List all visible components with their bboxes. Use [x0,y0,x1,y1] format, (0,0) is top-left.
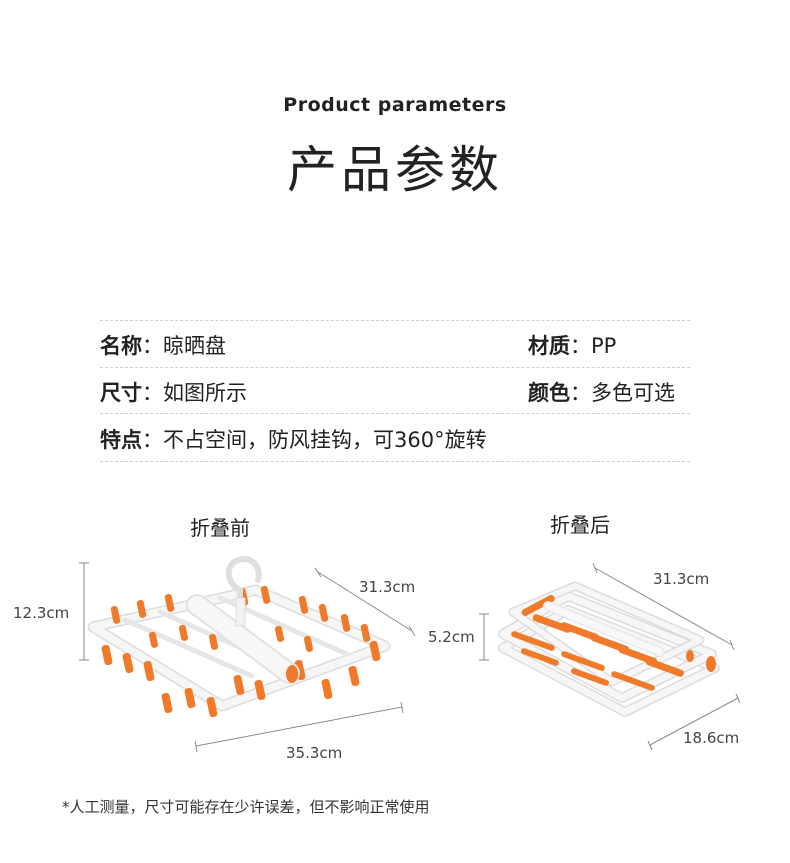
after-width-label: 31.3cm [653,570,710,588]
spec-material: 材质：PP [528,330,616,360]
dimension-lines-before [79,562,416,753]
spec-material-value: PP [591,334,617,358]
spec-size: 尺寸：如图所示 [100,377,247,407]
spec-separator: ： [142,428,163,452]
page-title: 产品参数 [287,141,503,199]
folded-hanger-image [479,562,741,751]
spec-size-value: 如图所示 [163,381,247,405]
spec-separator: ： [142,334,163,358]
divider [100,320,690,321]
spec-name-key: 名称 [100,334,142,358]
before-height-label: 12.3cm [13,604,70,622]
spec-separator: ： [570,381,591,405]
spec-material-key: 材质 [528,334,570,358]
before-width-label: 35.3cm [286,744,343,762]
spec-feature-key: 特点 [100,428,142,452]
spec-separator: ： [570,334,591,358]
divider [100,367,690,368]
spec-name: 名称：晾晒盘 [100,330,226,360]
divider [100,413,690,414]
spec-color: 颜色：多色可选 [528,377,675,407]
spec-feature-value: 不占空间，防风挂钩，可360°旋转 [163,428,487,452]
spec-feature: 特点：不占空间，防风挂钩，可360°旋转 [100,424,487,454]
divider [100,461,690,462]
measurement-note: *人工测量，尺寸可能存在少许误差，但不影响正常使用 [62,798,430,816]
spec-color-value: 多色可选 [591,381,675,405]
after-depth-label: 18.6cm [683,729,740,747]
spec-color-key: 颜色 [528,381,570,405]
before-depth-label: 31.3cm [359,578,416,596]
subtitle-en: Product parameters [283,94,507,116]
dimension-lines-after [479,562,741,751]
unfolded-hanger-image [79,556,416,753]
caption-after-folding: 折叠后 [550,513,610,537]
caption-before-folding: 折叠前 [190,516,250,540]
spec-separator: ： [142,381,163,405]
after-height-label: 5.2cm [428,628,475,646]
spec-size-key: 尺寸 [100,381,142,405]
spec-name-value: 晾晒盘 [163,334,226,358]
